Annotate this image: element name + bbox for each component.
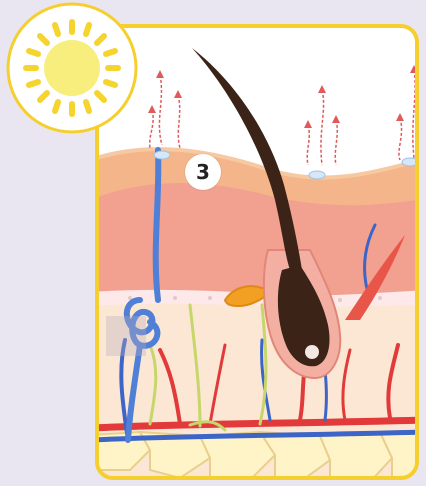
sun-icon — [8, 4, 136, 132]
callout-number-badge: 3 — [185, 154, 221, 190]
